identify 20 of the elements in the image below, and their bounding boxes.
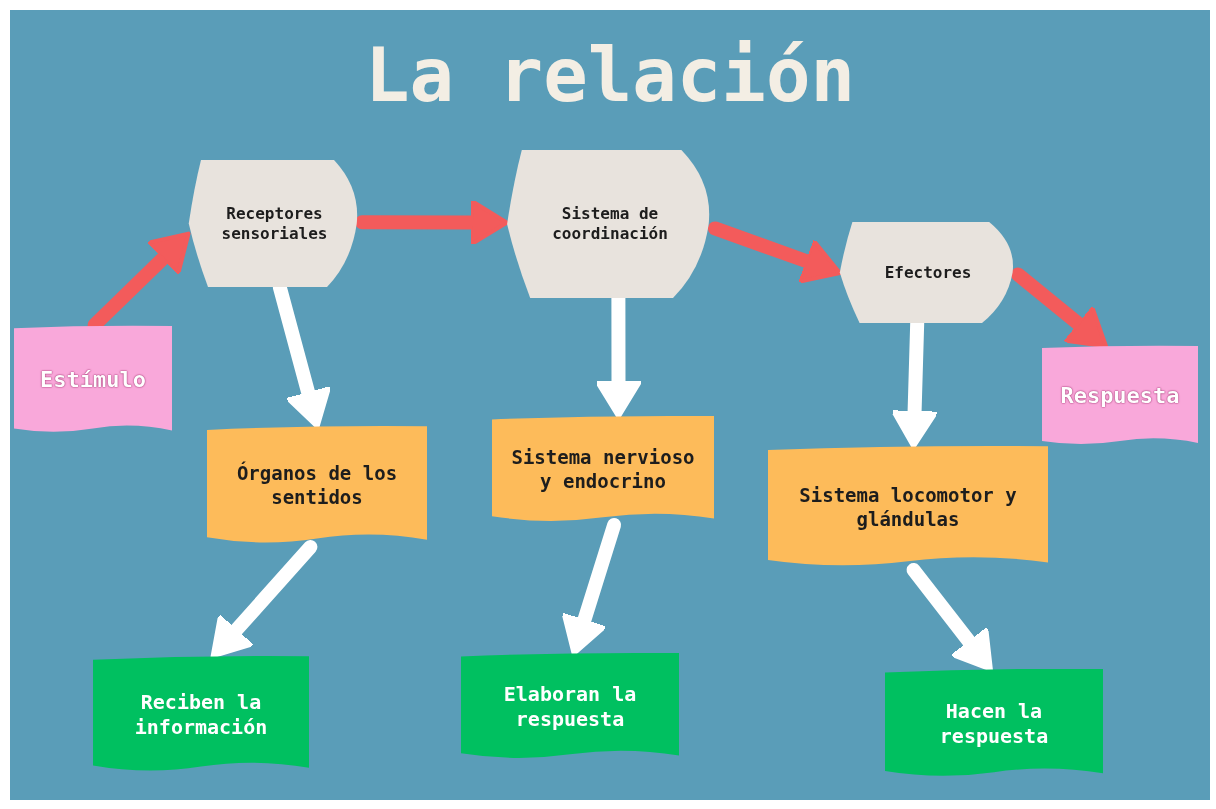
arrow: [210, 540, 318, 659]
node-text: Elaboran la respuesta: [502, 682, 638, 732]
node-text: Sistema de coordinación: [551, 204, 669, 244]
node-text: Sistema nervioso y endocrino: [510, 446, 696, 494]
arrow: [708, 221, 842, 284]
node-text: Reciben la información: [133, 690, 269, 740]
process-box: [14, 325, 172, 435]
arrow: [355, 198, 509, 247]
arrow: [906, 563, 993, 672]
diagram-title: La relación: [364, 38, 856, 112]
node-text: Respuesta: [1060, 382, 1180, 410]
node-text: Órganos de los sentidos: [235, 462, 399, 510]
process-box: [1042, 345, 1198, 447]
arrow: [1011, 267, 1108, 349]
node-text: Hacen la respuesta: [938, 699, 1050, 749]
node-text: Sistema locomotor y glándulas: [798, 483, 1018, 532]
node-text: Receptores sensoriales: [220, 203, 329, 244]
node-text: Estímulo: [40, 366, 146, 394]
arrow: [561, 518, 622, 656]
node-text: Efectores: [884, 262, 972, 283]
